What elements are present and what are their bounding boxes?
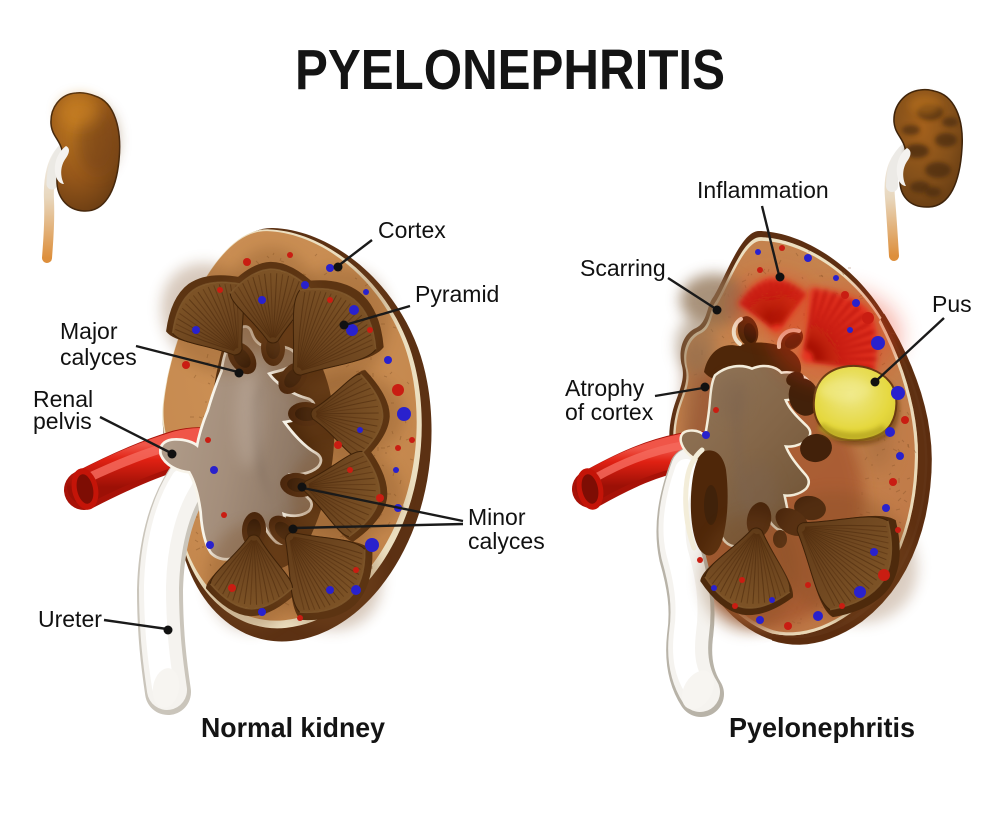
svg-text:PYELONEPHRITIS: PYELONEPHRITIS	[295, 38, 725, 102]
svg-text:Renal: Renal	[33, 386, 93, 412]
svg-text:Normal kidney: Normal kidney	[201, 712, 385, 743]
svg-text:Cortex: Cortex	[378, 217, 446, 243]
svg-text:Ureter: Ureter	[38, 606, 102, 632]
svg-text:calyces: calyces	[60, 344, 137, 370]
svg-text:Inflammation: Inflammation	[697, 177, 829, 203]
svg-text:Atrophy: Atrophy	[565, 375, 645, 401]
svg-text:of cortex: of cortex	[565, 399, 654, 425]
svg-text:Scarring: Scarring	[580, 255, 666, 281]
svg-text:calyces: calyces	[468, 528, 545, 554]
svg-text:Pyelonephritis: Pyelonephritis	[729, 712, 915, 743]
svg-text:Major: Major	[60, 318, 118, 344]
svg-text:Pus: Pus	[932, 291, 972, 317]
svg-text:pelvis: pelvis	[33, 408, 92, 434]
svg-text:Pyramid: Pyramid	[415, 281, 499, 307]
svg-text:Minor: Minor	[468, 504, 526, 530]
